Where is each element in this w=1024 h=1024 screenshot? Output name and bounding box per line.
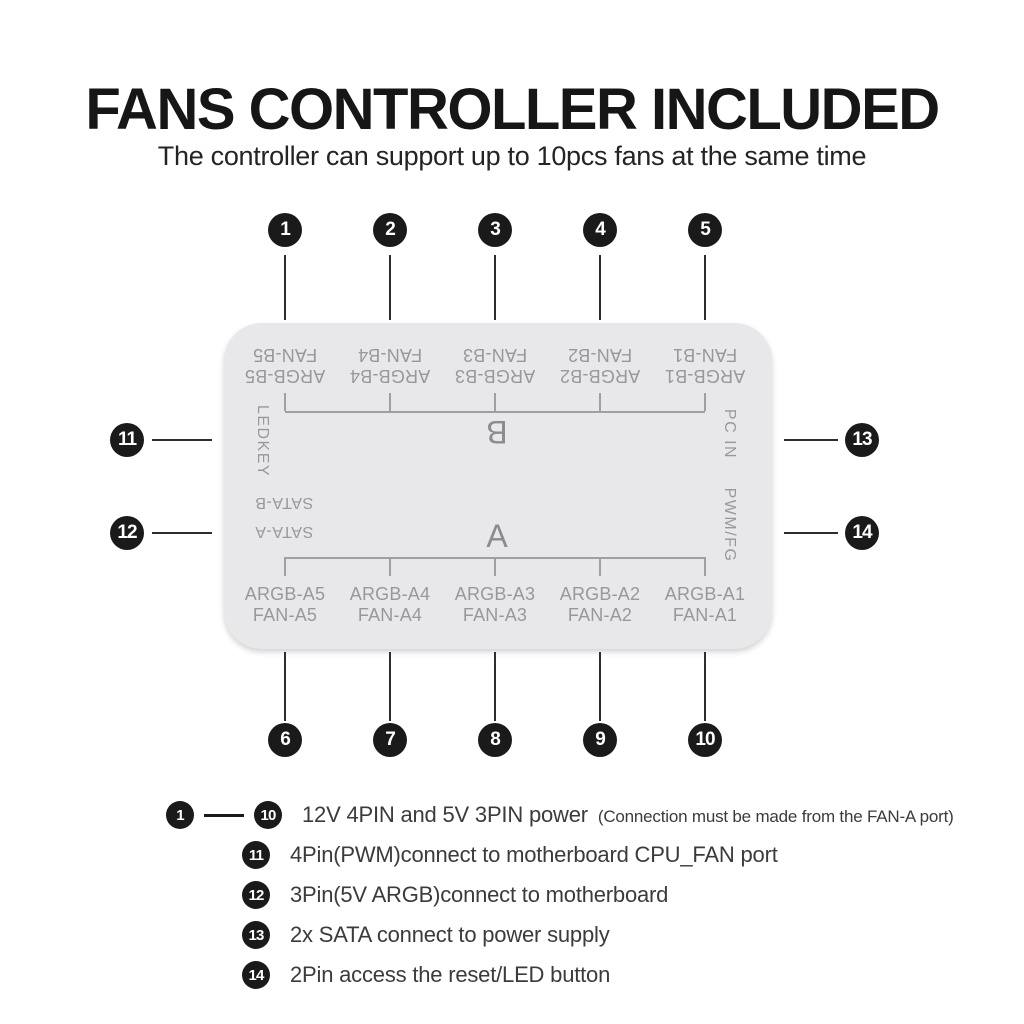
connector-line (704, 652, 706, 721)
callout-2: 2 (373, 213, 407, 247)
callout-10: 10 (688, 723, 722, 757)
group-b-bracket-tick (704, 393, 706, 411)
range-dash (204, 813, 244, 817)
connector-line (389, 255, 391, 320)
legend-text: 2x SATA connect to power supply (290, 922, 610, 947)
port-fan-b3: FAN-B3 (462, 345, 528, 365)
port-argb-b1: ARGB-B1 (664, 366, 746, 387)
connector-line (704, 255, 706, 320)
controller-body (224, 323, 772, 649)
port-argb-b4: ARGB-B4 (349, 366, 431, 387)
port-argb-a1: ARGB-A1 (664, 583, 746, 604)
port-argb-a3: ARGB-A3 (454, 583, 536, 604)
connector-line (494, 255, 496, 320)
side-label-pc-in: PC IN (721, 408, 738, 460)
connector-line (389, 652, 391, 721)
legend-badge-13: 13 (242, 921, 270, 949)
port-fan-b4: FAN-B4 (357, 345, 423, 365)
legend-row-sata: 13 2x SATA connect to power supply (242, 921, 610, 949)
callout-7: 7 (373, 723, 407, 757)
connector-line (494, 652, 496, 721)
group-a-bracket-tick (284, 557, 286, 576)
port-argb-a5: ARGB-A5 (244, 583, 326, 604)
side-label-pwm-fg: PWM/FG (721, 487, 738, 563)
group-b-bracket-line (285, 411, 705, 413)
group-b-bracket-tick (494, 393, 496, 411)
port-label-a3: ARGB-A3 FAN-A3 (455, 584, 535, 626)
port-fan-a2: FAN-A2 (567, 605, 633, 625)
port-argb-b3: ARGB-B3 (454, 366, 536, 387)
port-label-b4: ARGB-B4 FAN-B4 (350, 344, 430, 386)
legend-badge-11: 11 (242, 841, 270, 869)
callout-9: 9 (583, 723, 617, 757)
group-a-bracket-tick (704, 557, 706, 576)
legend-text: 4Pin(PWM)connect to motherboard CPU_FAN … (290, 842, 778, 867)
legend-badge-1: 1 (166, 801, 194, 829)
legend-row-argb: 12 3Pin(5V ARGB)connect to motherboard (242, 881, 668, 909)
port-fan-a3: FAN-A3 (462, 605, 528, 625)
side-label-ledkey: LEDKEY (254, 404, 271, 478)
port-label-b3: ARGB-B3 FAN-B3 (455, 344, 535, 386)
group-a-bracket-tick (599, 557, 601, 576)
legend-text: 2Pin access the reset/LED button (290, 962, 611, 987)
callout-1: 1 (268, 213, 302, 247)
legend-note: (Connection must be made from the FAN-A … (597, 807, 954, 826)
connector-line (284, 255, 286, 320)
group-a-bracket-tick (389, 557, 391, 576)
port-fan-a5: FAN-A5 (252, 605, 318, 625)
side-label-sata-a: SATA-A (254, 523, 314, 540)
port-fan-a1: FAN-A1 (672, 605, 738, 625)
connector-line (152, 439, 212, 441)
port-label-a5: ARGB-A5 FAN-A5 (245, 584, 325, 626)
legend-text: 12V 4PIN and 5V 3PIN power (302, 802, 588, 827)
page-title: FANS CONTROLLER INCLUDED (85, 77, 940, 142)
port-label-b5: ARGB-B5 FAN-B5 (245, 344, 325, 386)
legend-row-power: 1 10 12V 4PIN and 5V 3PIN power (Connecti… (166, 801, 954, 829)
side-label-sata-b: SATA-B (254, 494, 314, 511)
connector-line (784, 439, 838, 441)
port-label-b2: ARGB-B2 FAN-B2 (560, 344, 640, 386)
callout-3: 3 (478, 213, 512, 247)
legend-badge-10: 10 (254, 801, 282, 829)
port-label-a1: ARGB-A1 FAN-A1 (665, 584, 745, 626)
connector-line (599, 652, 601, 721)
port-fan-a4: FAN-A4 (357, 605, 423, 625)
port-argb-a4: ARGB-A4 (349, 583, 431, 604)
callout-8: 8 (478, 723, 512, 757)
connector-line (152, 532, 212, 534)
port-label-a4: ARGB-A4 FAN-A4 (350, 584, 430, 626)
page-subtitle: The controller can support up to 10pcs f… (157, 141, 867, 171)
legend-row-pwm: 11 4Pin(PWM)connect to motherboard CPU_F… (242, 841, 778, 869)
port-fan-b5: FAN-B5 (252, 345, 318, 365)
group-b-letter: B (486, 414, 508, 450)
port-label-a2: ARGB-A2 FAN-A2 (560, 584, 640, 626)
callout-11: 11 (110, 423, 144, 457)
callout-14: 14 (845, 516, 879, 550)
port-fan-b2: FAN-B2 (567, 345, 633, 365)
callout-4: 4 (583, 213, 617, 247)
legend-text: 3Pin(5V ARGB)connect to motherboard (290, 882, 669, 907)
legend-badge-12: 12 (242, 881, 270, 909)
group-a-bracket-tick (494, 557, 496, 576)
port-argb-b5: ARGB-B5 (244, 366, 326, 387)
connector-line (599, 255, 601, 320)
callout-5: 5 (688, 213, 722, 247)
port-argb-b2: ARGB-B2 (559, 366, 641, 387)
port-fan-b1: FAN-B1 (672, 345, 738, 365)
port-argb-a2: ARGB-A2 (559, 583, 641, 604)
group-b-bracket-tick (389, 393, 391, 411)
callout-13: 13 (845, 423, 879, 457)
legend-row-reset: 14 2Pin access the reset/LED button (242, 961, 610, 989)
connector-line (284, 652, 286, 721)
group-a-letter: A (486, 518, 508, 554)
callout-12: 12 (110, 516, 144, 550)
group-b-bracket-tick (599, 393, 601, 411)
callout-6: 6 (268, 723, 302, 757)
connector-line (784, 532, 838, 534)
legend-badge-14: 14 (242, 961, 270, 989)
port-label-b1: ARGB-B1 FAN-B1 (665, 344, 745, 386)
group-b-bracket-tick (284, 393, 286, 411)
